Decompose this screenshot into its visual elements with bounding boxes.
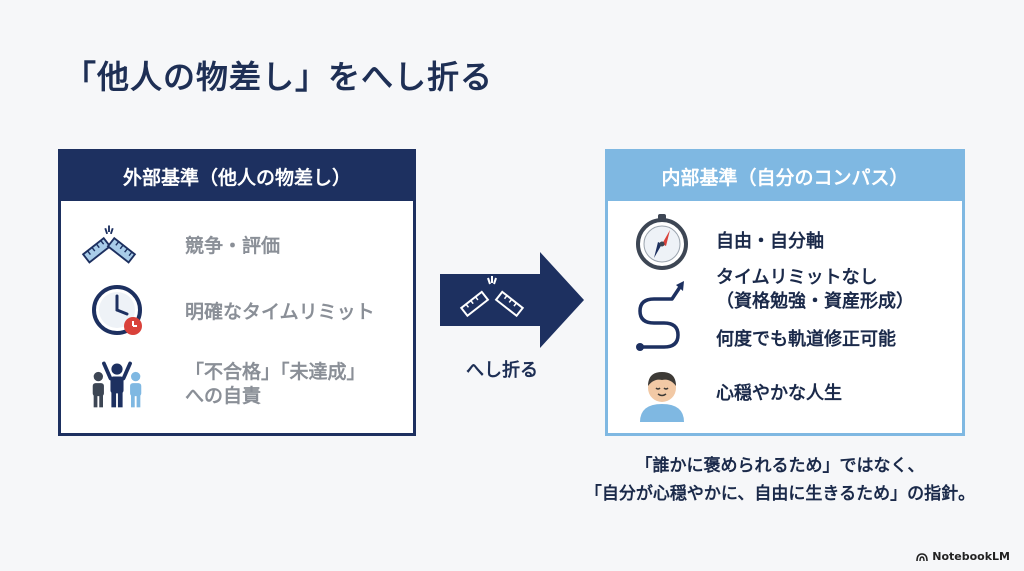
- brand-label: NotebookLM: [932, 550, 1010, 563]
- external-criteria-panel: 外部基準（他人の物差し）: [58, 149, 416, 436]
- brand-watermark: NotebookLM: [916, 550, 1010, 563]
- external-criteria-header: 外部基準（他人の物差し）: [61, 152, 413, 201]
- item-label: 「不合格」「未達成」: [185, 361, 366, 383]
- item-label: 競争・評価: [185, 235, 281, 257]
- item-label: への自責: [185, 385, 262, 407]
- clock-icon: [91, 284, 147, 340]
- transition-arrow: [436, 252, 586, 348]
- people-group-icon: [89, 356, 145, 412]
- item-label: 心穏やかな人生: [716, 383, 842, 404]
- list-item: 競争・評価: [81, 218, 280, 274]
- winding-path-icon: [634, 270, 690, 360]
- notebooklm-logo-icon: [916, 552, 929, 561]
- list-item: 「不合格」「未達成」 への自責: [89, 356, 366, 412]
- guideline-line-1: 「誰かに褒められるため」ではなく、: [635, 456, 925, 476]
- guideline-line-2: 「自分が心穏やかに、自由に生きるため」の指針。: [584, 484, 976, 504]
- item-label: 何度でも軌道修正可能: [716, 329, 896, 350]
- calm-person-icon: [634, 366, 690, 422]
- page-title: 「他人の物差し」をへし折る: [64, 58, 494, 96]
- item-label: タイムリミットなし: [716, 267, 878, 288]
- list-item: 自由・自分軸: [634, 214, 824, 270]
- item-label: 自由・自分軸: [716, 231, 824, 252]
- arrow-label: へし折る: [466, 360, 538, 381]
- list-item: 心穏やかな人生: [634, 366, 842, 422]
- internal-criteria-panel: 内部基準（自分のコンパス） 自由・自分軸 タイムリミットなし: [605, 149, 965, 436]
- item-label: 明確なタイムリミット: [185, 301, 375, 323]
- broken-ruler-icon: [459, 276, 525, 318]
- item-label: （資格勉強・資産形成）: [716, 291, 914, 312]
- list-item: 明確なタイムリミット: [91, 284, 375, 340]
- guideline-text: 「誰かに褒められるため」ではなく、 「自分が心穏やかに、自由に生きるため」の指針…: [560, 452, 1000, 508]
- internal-criteria-header: 内部基準（自分のコンパス）: [608, 152, 962, 201]
- broken-ruler-icon: [81, 218, 137, 274]
- compass-icon: [634, 214, 690, 270]
- list-item: タイムリミットなし （資格勉強・資産形成） 何度でも軌道修正可能: [634, 267, 914, 360]
